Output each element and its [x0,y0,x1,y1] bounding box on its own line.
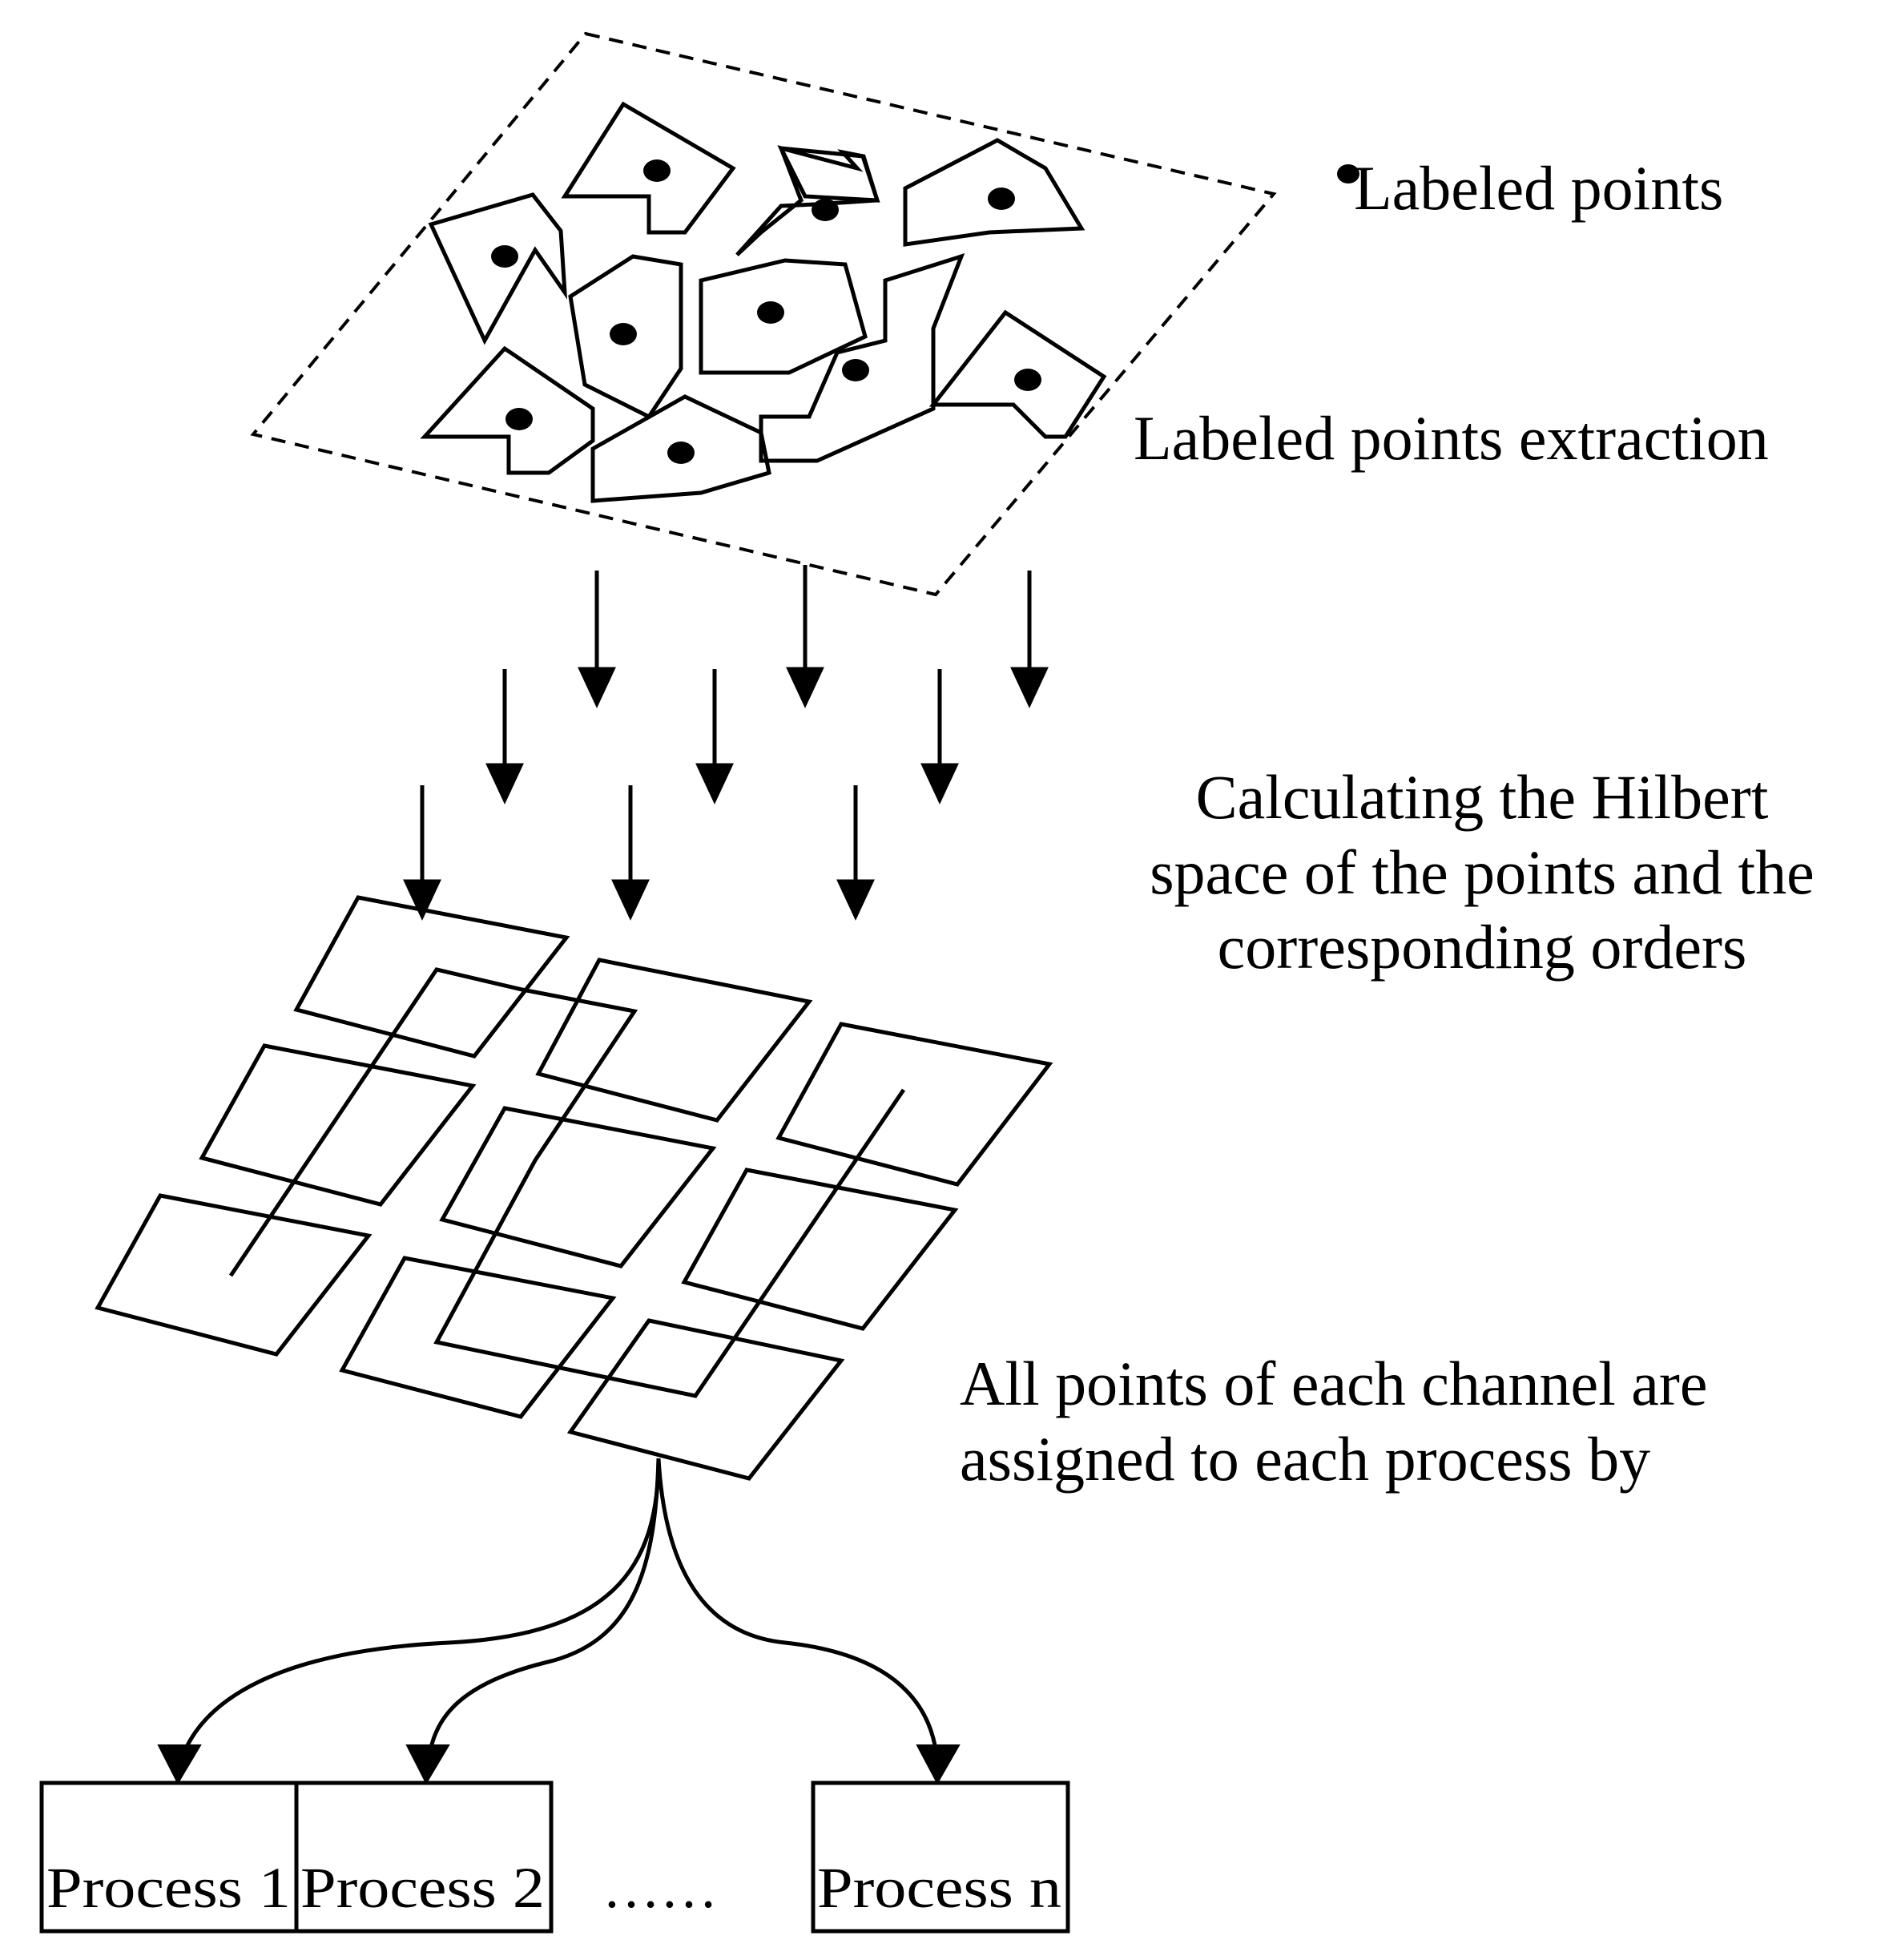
grid-cell [566,1318,845,1481]
down-arrow [920,669,959,805]
labeled-point [988,188,1015,210]
cell-polygon [735,146,880,256]
cell-polygon [903,138,1085,247]
down-arrow [485,669,524,805]
cell-polygon [699,258,868,375]
cell-polygon [759,253,965,463]
step-assign-line-1: All points of each channel are [960,1349,1708,1418]
step-hilbert-line-1: Calculating the Hilbert [1195,762,1769,832]
hilbert-grid [95,895,1053,1481]
legend-dot-icon [1337,164,1359,183]
dispatch-curve [178,1458,661,1764]
down-arrow [786,565,824,708]
points-plane [250,31,1277,597]
dispatch-curve [426,1458,661,1764]
grid-cell [293,895,570,1059]
dispatch-arrows [178,1458,940,1764]
process-2-label: Process 2 [300,1856,545,1920]
down-arrow [403,785,441,921]
grid-cell [681,1168,959,1331]
arrowhead-icon [405,1744,450,1785]
grid-cell [439,1106,717,1268]
cell-polygon [568,254,683,420]
labeled-point [491,245,518,268]
legend-label: Labeled points [1354,153,1724,223]
process-box-n [811,1781,1070,1934]
labeled-point [757,301,784,324]
dispatch-curve [656,1458,940,1764]
labeled-point [667,442,695,464]
arrowhead-icon [916,1744,961,1785]
process-n-label: Process n [817,1856,1061,1920]
cell-polygon [928,309,1107,439]
labeled-point [842,359,869,381]
labeled-point [812,199,839,221]
arrowhead-icon [157,1744,202,1785]
step-hilbert-line-2: space of the points and the [1150,837,1814,907]
labeled-point [610,323,637,345]
process-box-2 [294,1781,554,1934]
hilbert-curve [228,967,906,1398]
down-arrow [1010,571,1049,708]
cell-polygons [420,101,1107,503]
cell-polygon [590,394,771,503]
step-assign-label: All points of each channel are assigned … [960,1346,1707,1496]
labeled-point [643,159,671,182]
step-assign-line-2: assigned to each process by [960,1423,1651,1494]
process-1-label: Process 1 [46,1856,291,1920]
labeled-points [491,159,1041,464]
labeled-point [1014,369,1041,391]
cell-polygon [428,192,568,345]
grid-cell [95,1193,373,1357]
step-extraction-label: Labeled points extraction [1134,403,1769,473]
down-arrow [836,785,875,921]
grid-cell [775,1022,1053,1187]
process-ellipsis: …… [602,1856,718,1920]
cell-polygon [561,101,736,235]
dispatch-arrowheads [157,1744,961,1785]
projection-arrows [403,565,1049,921]
grid-cell [199,1043,477,1207]
process-boxes [39,1781,1070,1934]
down-arrow [611,785,650,921]
down-arrow [695,669,734,805]
cell-polygon [420,345,595,475]
grid-cell [339,1256,617,1419]
down-arrow [578,571,616,708]
step-hilbert-line-3: corresponding orders [1217,912,1747,982]
grid-cell [535,958,813,1123]
step-hilbert-label: Calculating the Hilbert space of the poi… [1089,760,1875,985]
labeled-point [505,408,533,430]
